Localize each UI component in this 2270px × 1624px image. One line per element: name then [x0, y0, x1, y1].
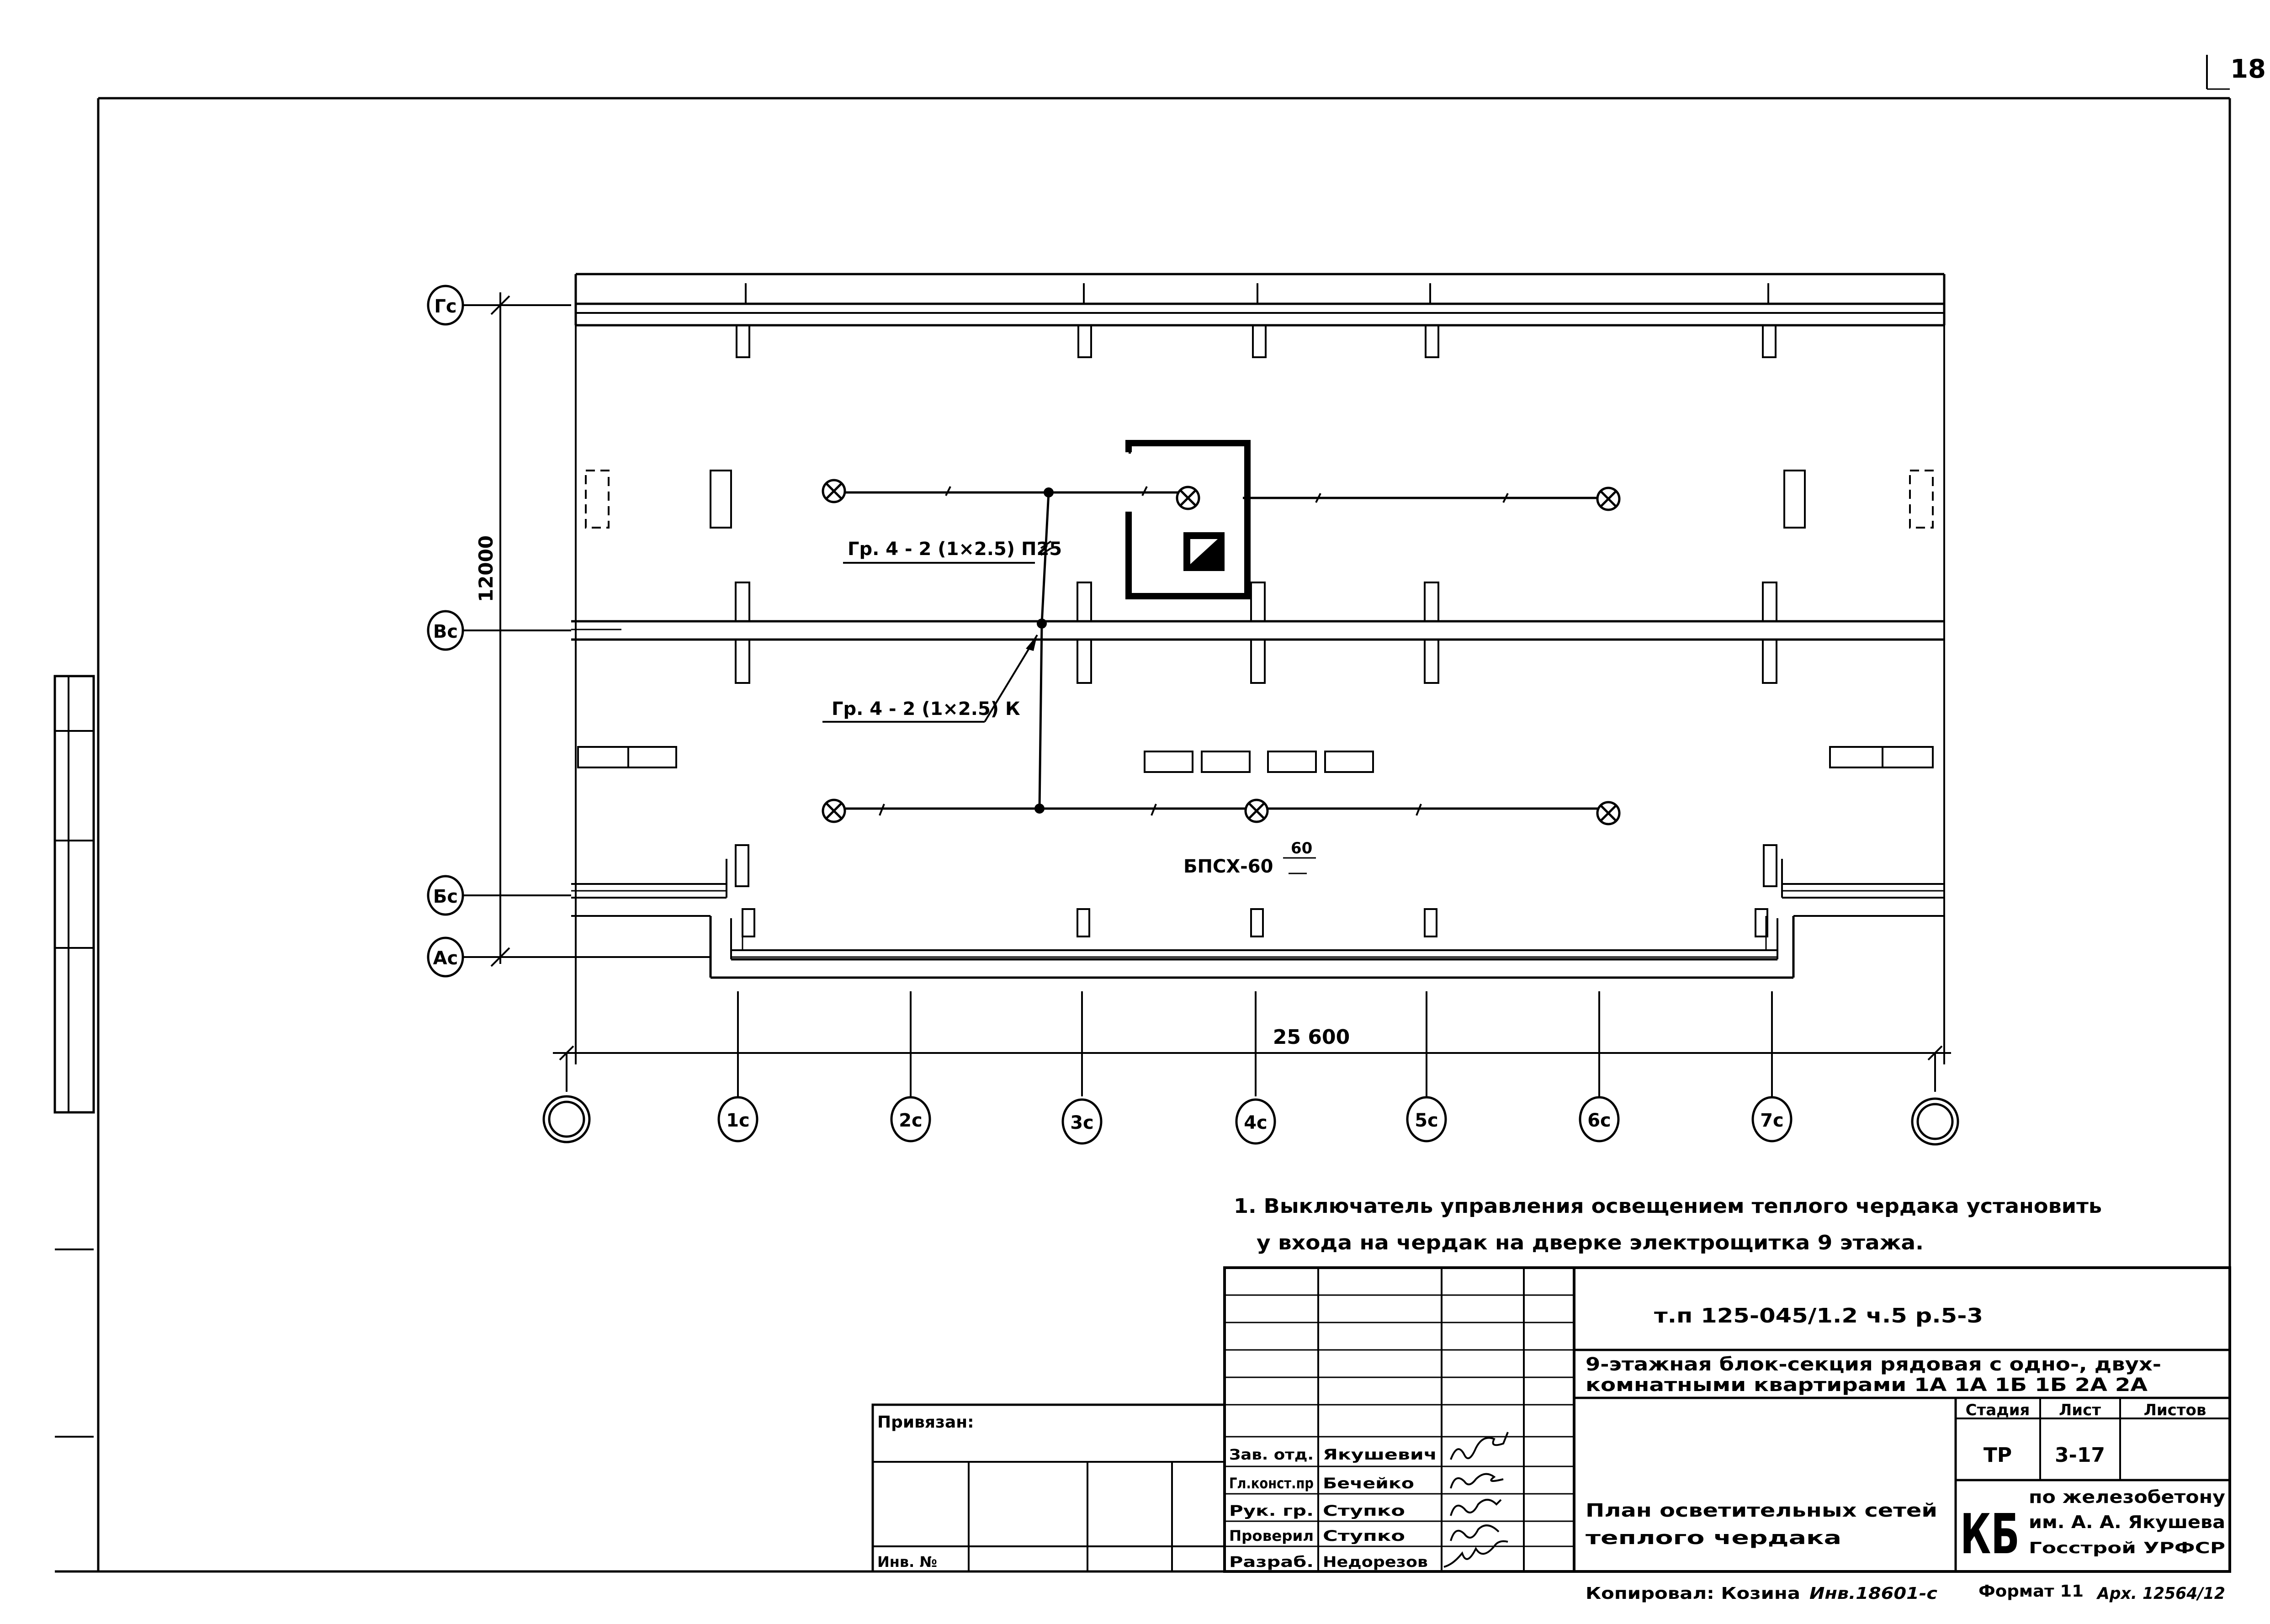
- role-label: Проверил: [1229, 1527, 1314, 1545]
- role-label: Разраб.: [1229, 1553, 1314, 1571]
- person-name: Ступко: [1323, 1502, 1405, 1519]
- person-name: Бечейко: [1323, 1475, 1414, 1492]
- note-line-2: у входа на чердак на дверке электрощитка…: [1257, 1231, 1924, 1254]
- sheets-header: Листов: [2144, 1401, 2206, 1419]
- project-title-line-1: 9-этажная блок-секция рядовая с одно-, д…: [1586, 1354, 2161, 1375]
- footer-inventory-number: Инв.18601-с: [1809, 1584, 1937, 1603]
- drawing-title-line-1: План осветительных сетей: [1586, 1500, 1937, 1521]
- signature-roles: Зав. отд. Гл.конст.пр Рук. гр. Проверил …: [1229, 1446, 1314, 1571]
- column-axis-circle-double: [1911, 1097, 1959, 1146]
- row-axis-lines: [464, 304, 711, 958]
- lighting-network: [822, 486, 1602, 816]
- width-dimension-value: 25 600: [1273, 1026, 1350, 1049]
- row-axis-label: Ас: [433, 948, 458, 969]
- person-name: Недорезов: [1323, 1553, 1428, 1571]
- signature-names: Якушевич Бечейко Ступко Ступко Недорезов: [1323, 1446, 1437, 1571]
- organization-logo: КБ: [1960, 1503, 2020, 1566]
- column-axis-label: 7с: [1760, 1110, 1784, 1131]
- cable-label-lower: Гр. 4 - 2 (1×2.5) К: [832, 698, 1020, 719]
- role-label: Гл.конст.пр: [1229, 1475, 1314, 1492]
- inventory-label: Инв. №: [877, 1553, 937, 1571]
- column-axis-circle: 6с: [1579, 1096, 1620, 1143]
- column-axis-label: 4с: [1244, 1112, 1268, 1133]
- lamp-power-label: 60: [1291, 839, 1312, 857]
- column-axis-circle-double: [542, 1095, 591, 1143]
- handwritten-signatures: [1443, 1432, 1509, 1568]
- lamp-type-label: БПСХ-60: [1183, 856, 1273, 877]
- column-axis-circle: 3с: [1061, 1098, 1103, 1145]
- role-label: Зав. отд.: [1229, 1446, 1314, 1463]
- row-axis-circle: Вс: [427, 610, 464, 651]
- footer-copied-by: Копировал: Козина: [1586, 1584, 1800, 1603]
- project-title-line-2: комнатными квартирами 1А 1А 1Б 1Б 2А 2А: [1586, 1375, 2148, 1396]
- sheet-frame: [55, 55, 2231, 1573]
- stair-shaft: [1125, 440, 1251, 599]
- height-dimension: [490, 292, 510, 967]
- lamp-fixture: [1244, 799, 1269, 823]
- drawing-title-line-2: теплого чердака: [1586, 1528, 1841, 1549]
- building-outline: [571, 273, 1946, 1064]
- row-axis-circle: Ас: [427, 936, 464, 978]
- footer-format: Формат 11: [1978, 1582, 2084, 1601]
- leader-arrow: [1026, 635, 1037, 651]
- cable-label-upper: Гр. 4 - 2 (1×2.5) П25: [848, 539, 1062, 560]
- binding-strip: [53, 675, 95, 1438]
- stage-header: Стадия: [1966, 1401, 2030, 1419]
- column-axis-label: 5с: [1415, 1110, 1438, 1131]
- column-axis-label: 1с: [726, 1110, 750, 1131]
- lamp-fixture: [822, 799, 846, 823]
- row-axis-label: Вс: [433, 621, 458, 642]
- organization-line-2: им. А. А. Якушева: [2029, 1512, 2225, 1532]
- row-axis-circle: Гс: [427, 285, 464, 326]
- lamp-fixture: [822, 479, 846, 503]
- lamp-fixture: [1596, 801, 1621, 825]
- sheet-header: Лист: [2059, 1401, 2101, 1419]
- column-axis-circle: 1с: [717, 1096, 758, 1143]
- column-axis-label: 2с: [899, 1110, 923, 1131]
- column-axis-label: 6с: [1587, 1110, 1611, 1131]
- person-name: Ступко: [1323, 1527, 1405, 1545]
- wall-piers: [577, 324, 1934, 937]
- stage-value: ТР: [1984, 1444, 2012, 1467]
- person-name: Якушевич: [1323, 1446, 1437, 1463]
- lamp-fixture: [1596, 487, 1621, 511]
- row-axis-circle: Бс: [427, 875, 464, 916]
- sheet-value: 3-17: [2055, 1444, 2105, 1467]
- role-label: Рук. гр.: [1229, 1502, 1314, 1519]
- tied-label: Привязан:: [877, 1413, 974, 1432]
- height-dimension-value: 12000: [475, 535, 497, 602]
- sheet-number: 18: [2230, 54, 2266, 84]
- column-axis-circle: 7с: [1751, 1096, 1793, 1143]
- row-axis-label: Гс: [434, 296, 456, 317]
- note-line-1: 1. Выключатель управления освещением теп…: [1234, 1195, 2102, 1218]
- footer-archive: Арх. 12564/12: [2096, 1584, 2225, 1603]
- organization-line-3: Госстрой УРФСР: [2029, 1539, 2225, 1557]
- column-axis-label: 3с: [1070, 1112, 1094, 1133]
- column-axis-circle: 4с: [1235, 1098, 1276, 1145]
- lamp-fixture: [1176, 486, 1200, 510]
- title-block: [871, 1266, 2231, 1573]
- column-axis-lines: [553, 991, 1951, 1096]
- column-axis-circle: 5с: [1406, 1096, 1447, 1143]
- junction-dots: [1034, 487, 1054, 814]
- project-code: т.п 125-045/1.2 ч.5 р.5-3: [1654, 1304, 1983, 1328]
- column-axis-circle: 2с: [890, 1096, 931, 1143]
- organization-line-1: по железобетону: [2029, 1487, 2225, 1507]
- row-axis-label: Бс: [433, 886, 458, 907]
